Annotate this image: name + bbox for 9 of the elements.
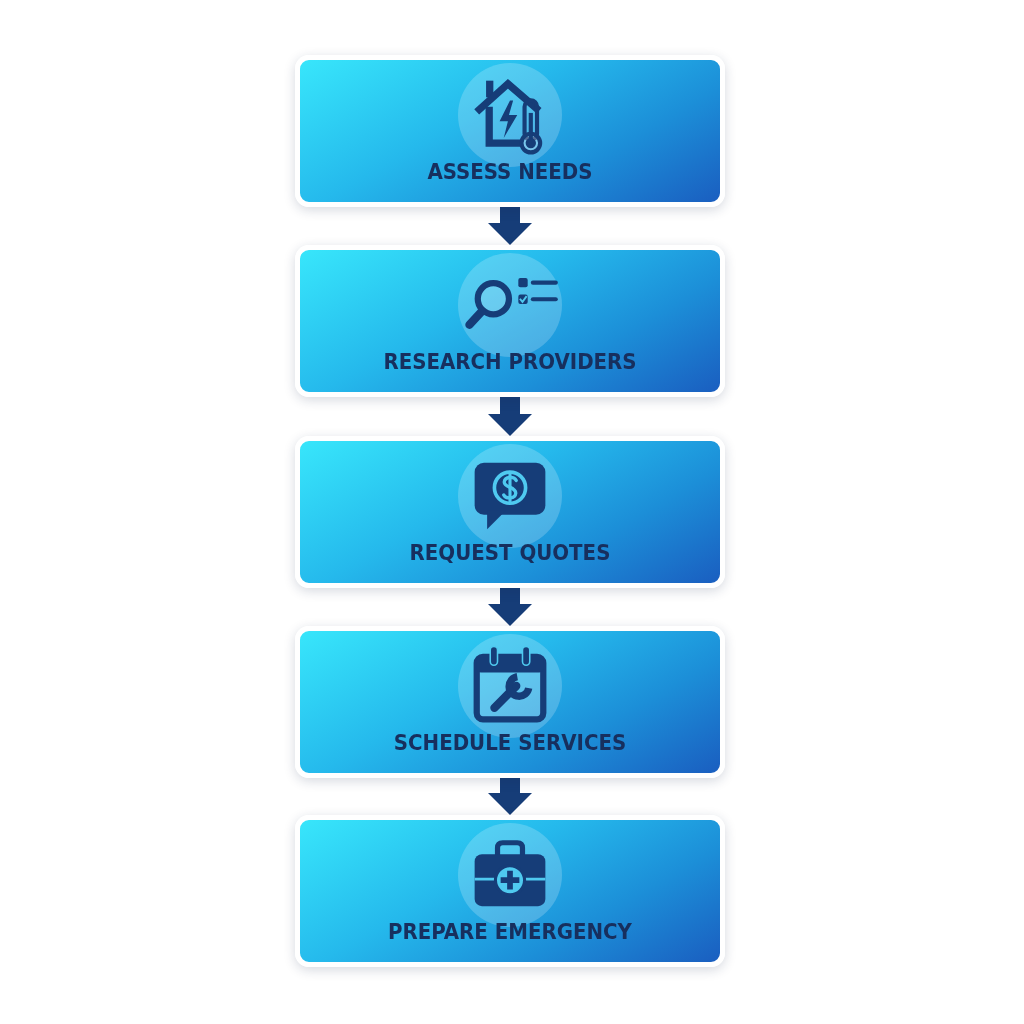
arrow — [488, 588, 532, 626]
arrow — [488, 397, 532, 436]
step-title: ASSESS NEEDS — [427, 159, 593, 185]
step-title: REQUEST QUOTES — [409, 540, 611, 566]
arrow — [488, 207, 532, 245]
arrow — [488, 778, 532, 815]
step-title: PREPARE EMERGENCY — [388, 919, 632, 945]
step-title: RESEARCH PROVIDERS — [383, 349, 637, 375]
step-title: SCHEDULE SERVICES — [393, 730, 627, 756]
